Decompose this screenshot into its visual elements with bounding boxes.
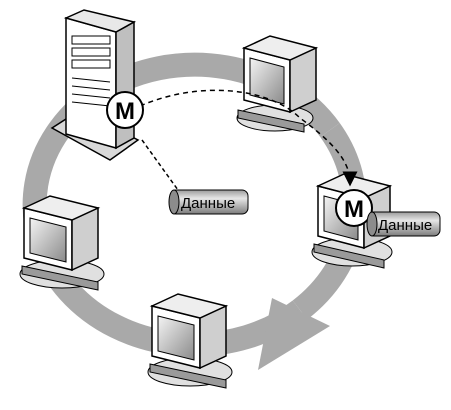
data-label-right: Данные <box>378 217 432 234</box>
computer-top-right <box>236 35 319 133</box>
token-server: M <box>106 91 144 129</box>
token-server-letter: M <box>115 98 135 125</box>
token-path <box>139 89 358 187</box>
data-leader <box>141 139 179 191</box>
data-label-left: Данные <box>181 195 235 212</box>
server <box>50 9 140 161</box>
token-right: M <box>335 189 373 227</box>
data-cylinder-left: Данные <box>168 189 249 215</box>
computer-bottom <box>147 293 233 389</box>
ring-arrowhead <box>258 298 330 370</box>
data-cylinder-right: Данные <box>366 211 441 237</box>
token-right-letter: M <box>344 196 364 223</box>
computer-left <box>19 195 105 291</box>
